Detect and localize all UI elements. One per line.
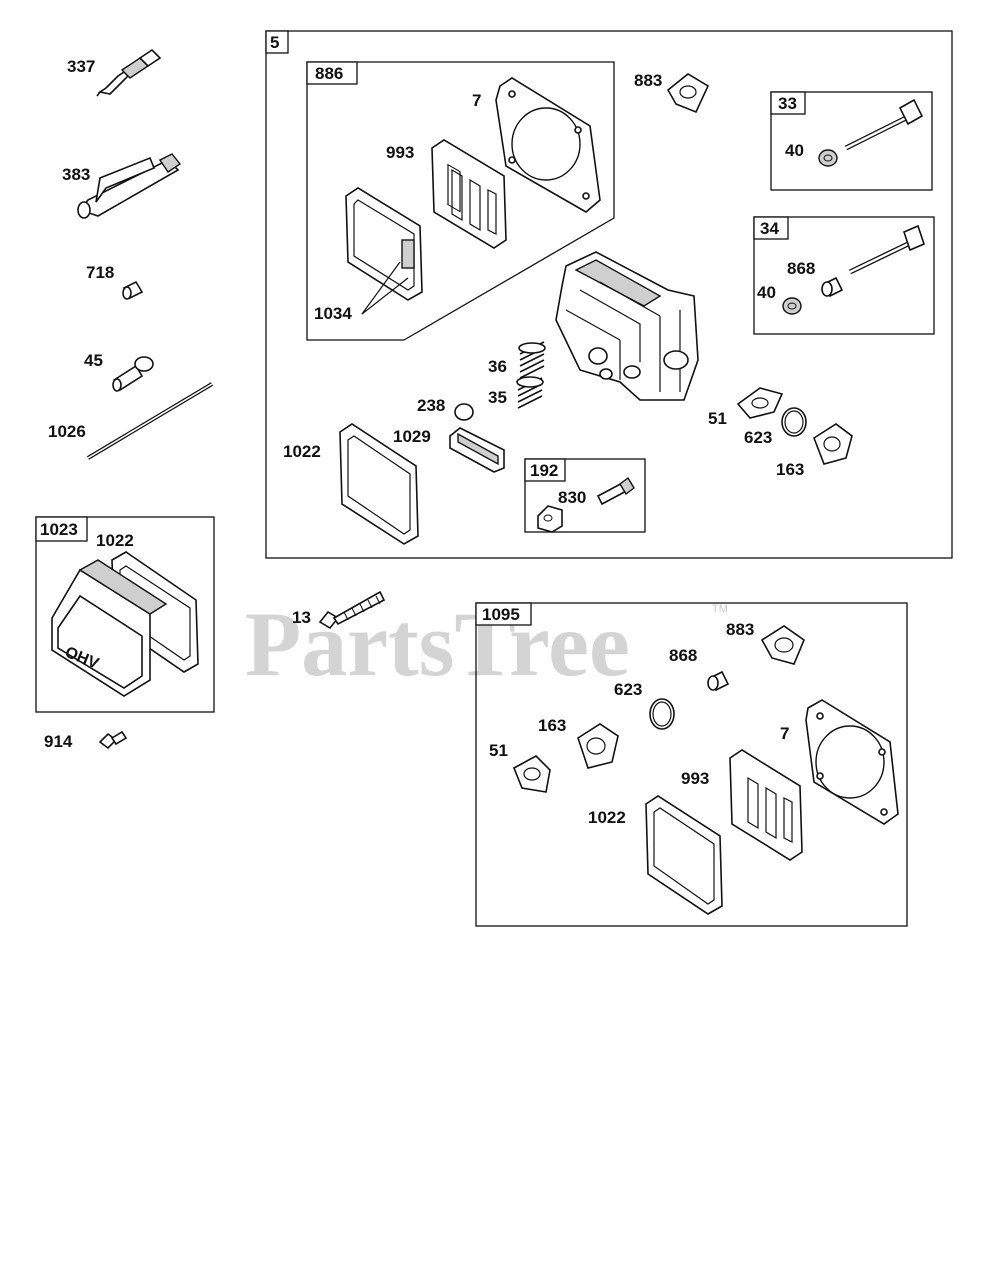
watermark: PartsTree — [245, 593, 630, 695]
rocker-nut-part[interactable] — [537, 505, 563, 533]
valve-cover-gasket-886-part[interactable] — [345, 187, 423, 301]
box-192-tag — [524, 458, 566, 482]
valve-seal-1095-part[interactable] — [707, 670, 730, 692]
label-718: 718 — [86, 263, 114, 282]
label-34-868: 868 — [787, 259, 815, 278]
label-1095-7: 7 — [780, 724, 789, 743]
box-1095-label: 1095 — [482, 605, 520, 624]
label-886-7: 7 — [472, 91, 481, 110]
valve-retainer-33-part[interactable] — [818, 149, 838, 167]
valve-cover-gasket-5-part[interactable] — [339, 423, 419, 545]
head-bolt-part[interactable] — [318, 590, 386, 630]
trademark: TM — [712, 603, 728, 615]
box-1023-label: 1023 — [40, 520, 78, 539]
push-rod-part[interactable] — [86, 382, 214, 460]
label-914: 914 — [44, 732, 73, 751]
carburetor-gasket-1095-part[interactable] — [577, 723, 619, 769]
label-1095-163: 163 — [538, 716, 566, 735]
label-5-51: 51 — [708, 409, 727, 428]
intake-gasket-part[interactable] — [431, 139, 507, 249]
box-1095-tag — [475, 602, 532, 626]
spark-plug-part[interactable] — [96, 48, 162, 97]
intake-gasket-1095-part[interactable] — [729, 749, 803, 861]
label-5-623: 623 — [744, 428, 772, 447]
leader-1034-a — [361, 261, 401, 315]
box-5-label: 5 — [270, 33, 279, 52]
box-5-tag — [265, 30, 289, 54]
box-5 — [265, 30, 953, 559]
dowel-pin-part[interactable] — [122, 280, 144, 300]
valve-spring-36-part[interactable] — [518, 341, 546, 379]
label-1095-51: 51 — [489, 741, 508, 760]
label-5-35: 35 — [488, 388, 507, 407]
label-1095-993: 993 — [681, 769, 709, 788]
box-33-label: 33 — [778, 94, 797, 113]
valve-cap-part[interactable] — [454, 403, 474, 421]
head-gasket-1095-part[interactable] — [805, 699, 899, 825]
box-34-label: 34 — [760, 219, 779, 238]
label-1026: 1026 — [48, 422, 86, 441]
label-5-1022: 1022 — [283, 442, 321, 461]
label-5-163: 163 — [776, 460, 804, 479]
label-192-830: 830 — [558, 488, 586, 507]
box-1095 — [475, 602, 908, 927]
label-5-883: 883 — [634, 71, 662, 90]
label-1095-868: 868 — [669, 646, 697, 665]
box-886-label: 886 — [315, 64, 343, 83]
intake-valve-part[interactable] — [848, 224, 925, 275]
box-886 — [306, 61, 615, 341]
box-1023-tag — [35, 516, 88, 542]
label-13: 13 — [292, 608, 311, 627]
rocker-stud-part[interactable] — [596, 476, 635, 506]
valve-retainer-34-part[interactable] — [782, 297, 802, 315]
label-886-993: 993 — [386, 143, 414, 162]
rocker-arm-part[interactable] — [449, 427, 505, 473]
label-34-40: 40 — [757, 283, 776, 302]
box-886-tag — [306, 61, 358, 85]
label-337: 337 — [67, 57, 95, 76]
head-gasket-part[interactable] — [495, 77, 601, 213]
rocker-cover-part[interactable]: OHV — [51, 559, 168, 697]
valve-seal-34-part[interactable] — [821, 276, 844, 298]
label-886-1034: 1034 — [314, 304, 352, 323]
exhaust-gasket-part[interactable] — [666, 73, 710, 114]
carburetor-gasket-part[interactable] — [813, 423, 853, 465]
label-1095-883: 883 — [726, 620, 754, 639]
label-5-1029: 1029 — [393, 427, 431, 446]
exhaust-gasket-1095-part[interactable] — [760, 625, 805, 665]
label-1095-623: 623 — [614, 680, 642, 699]
label-1023-1022: 1022 — [96, 531, 134, 550]
box-33-tag — [770, 91, 806, 115]
label-1095-1022: 1022 — [588, 808, 626, 827]
box-192 — [524, 458, 646, 533]
spark-plug-wrench-part[interactable] — [77, 153, 182, 219]
box-33 — [770, 91, 933, 191]
valve-cover-gasket-1095-part[interactable] — [645, 795, 723, 915]
cylinder-head-part[interactable] — [555, 251, 699, 401]
intake-gasket-51-part[interactable] — [736, 387, 784, 419]
label-5-238: 238 — [417, 396, 445, 415]
label-5-36: 36 — [488, 357, 507, 376]
screw-part[interactable] — [98, 730, 128, 750]
valve-spring-35-part[interactable] — [516, 376, 544, 409]
o-ring-part[interactable] — [781, 407, 807, 437]
o-ring-1095-part[interactable] — [649, 698, 675, 730]
intake-gasket-51-1095-part[interactable] — [512, 755, 551, 793]
box-192-label: 192 — [530, 461, 558, 480]
leader-1034-b — [361, 277, 409, 315]
box-34-tag — [753, 216, 789, 240]
box-1023 — [35, 516, 215, 713]
label-45: 45 — [84, 351, 103, 370]
box-34 — [753, 216, 935, 335]
label-383: 383 — [62, 165, 90, 184]
label-33-40: 40 — [785, 141, 804, 160]
valve-guide-part[interactable] — [112, 356, 154, 392]
exhaust-valve-part[interactable] — [844, 98, 924, 151]
